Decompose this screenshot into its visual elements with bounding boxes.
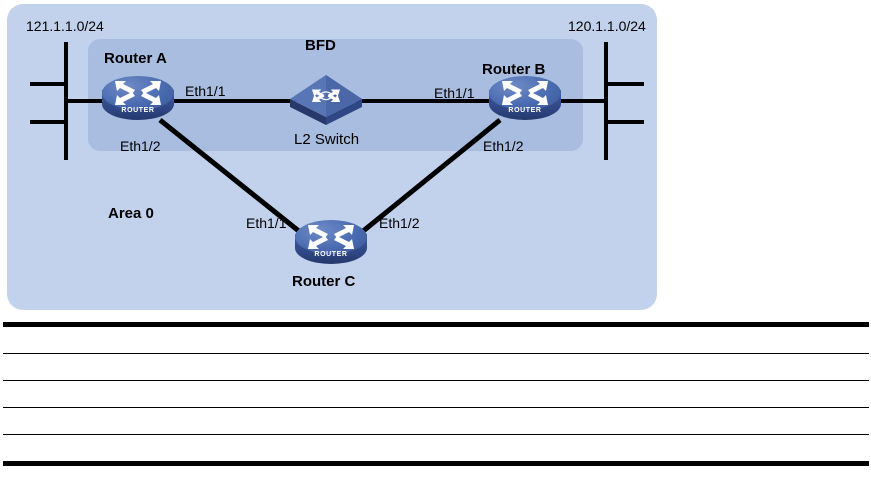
table-cell (3, 322, 869, 354)
table-cell (3, 380, 869, 408)
network-symbol-right (604, 42, 648, 160)
router-body (489, 76, 561, 110)
interface-label-b-eth11: Eth1/1 (434, 85, 475, 101)
link-routerb-rightnet (550, 99, 606, 103)
table-cell (3, 434, 869, 466)
router-arrows-icon (308, 225, 354, 249)
table-cell (3, 407, 869, 435)
data-table (3, 322, 869, 466)
router-icon-router-c[interactable]: ROUTER (295, 220, 367, 268)
router-tag-label: ROUTER (314, 251, 348, 258)
router-arrows-icon (502, 81, 548, 105)
router-body (102, 76, 174, 110)
link-routera-routerc (158, 118, 502, 234)
data-table-container (3, 322, 869, 466)
router-body (295, 220, 367, 254)
interface-label-b-eth12: Eth1/2 (483, 138, 524, 154)
network-topology-diagram: 121.1.1.0/24 120.1.1.0/24 ROUTER Router … (7, 4, 657, 310)
interface-label-a-eth11: Eth1/1 (185, 83, 226, 99)
table-body (3, 322, 869, 466)
table-cell (3, 353, 869, 381)
interface-label-c-eth12: Eth1/2 (379, 215, 420, 231)
device-label-l2-switch: L2 Switch (294, 131, 360, 148)
router-icon-router-a[interactable]: ROUTER (102, 76, 174, 124)
device-label-router-a: Router A (104, 50, 167, 67)
device-label-router-b: Router B (482, 61, 546, 78)
table-row (3, 407, 869, 435)
switch-shape (290, 75, 362, 125)
table-row (3, 353, 869, 381)
link-switch-routerb (356, 99, 504, 103)
router-icon-router-b[interactable]: ROUTER (489, 76, 561, 124)
network-label-left: 121.1.1.0/24 (26, 18, 104, 34)
bfd-label: BFD (305, 37, 336, 54)
switch-icon-l2-switch[interactable] (288, 73, 364, 125)
link-leftnet-routera (68, 99, 118, 103)
area-label: Area 0 (108, 205, 154, 222)
router-tag-label: ROUTER (508, 107, 542, 114)
link-routera-switch (165, 99, 296, 103)
network-label-right: 120.1.1.0/24 (568, 18, 646, 34)
interface-label-a-eth12: Eth1/2 (120, 138, 161, 154)
table-row (3, 434, 869, 466)
network-symbol-left (30, 42, 72, 160)
router-arrows-icon (115, 81, 161, 105)
router-tag-label: ROUTER (121, 107, 155, 114)
device-label-router-c: Router C (292, 273, 356, 290)
table-row (3, 380, 869, 408)
table-row (3, 322, 869, 354)
interface-label-c-eth11: Eth1/1 (246, 215, 287, 231)
